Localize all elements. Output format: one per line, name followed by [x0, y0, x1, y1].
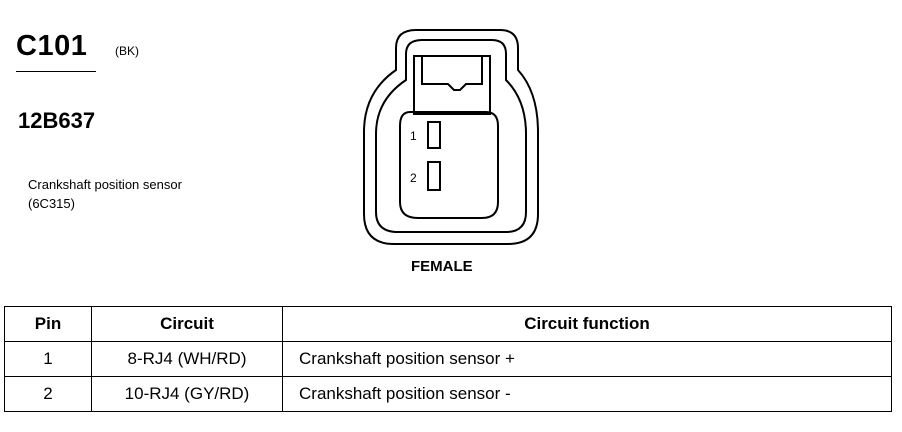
header-pin: Pin: [4, 306, 92, 342]
circuit-cell: 10-RJ4 (GY/RD): [91, 376, 283, 412]
connector-face-view: 1 2: [363, 29, 539, 245]
component-description: Crankshaft position sensor (6C315): [28, 177, 182, 211]
table-header-row: Pin Circuit Circuit function: [4, 306, 892, 342]
part-number: 12B637: [18, 108, 96, 133]
table-row: 1 8-RJ4 (WH/RD) Crankshaft position sens…: [4, 341, 892, 377]
pin-cell: 2: [4, 376, 92, 412]
table-row: 2 10-RJ4 (GY/RD) Crankshaft position sen…: [4, 376, 892, 412]
locking-tab: [413, 55, 491, 115]
circuit-cell: 8-RJ4 (WH/RD): [91, 341, 283, 377]
function-cell: Crankshaft position sensor -: [282, 376, 892, 412]
header-circuit-function: Circuit function: [282, 306, 892, 342]
function-cell: Crankshaft position sensor +: [282, 341, 892, 377]
pin-cavities: [427, 121, 441, 191]
cavity-label-1: 1: [410, 129, 417, 143]
connector-id-underline: [16, 71, 96, 72]
view-label: FEMALE: [411, 258, 473, 275]
pin-table: Pin Circuit Circuit function 1 8-RJ4 (WH…: [4, 306, 892, 412]
header-circuit: Circuit: [91, 306, 283, 342]
pin-cell: 1: [4, 341, 92, 377]
cavity-label-2: 2: [410, 171, 417, 185]
terminal-insert: [399, 111, 499, 219]
connector-id: C101: [16, 30, 88, 62]
connector-housing: [363, 29, 539, 245]
color-code: (BK): [115, 44, 139, 58]
